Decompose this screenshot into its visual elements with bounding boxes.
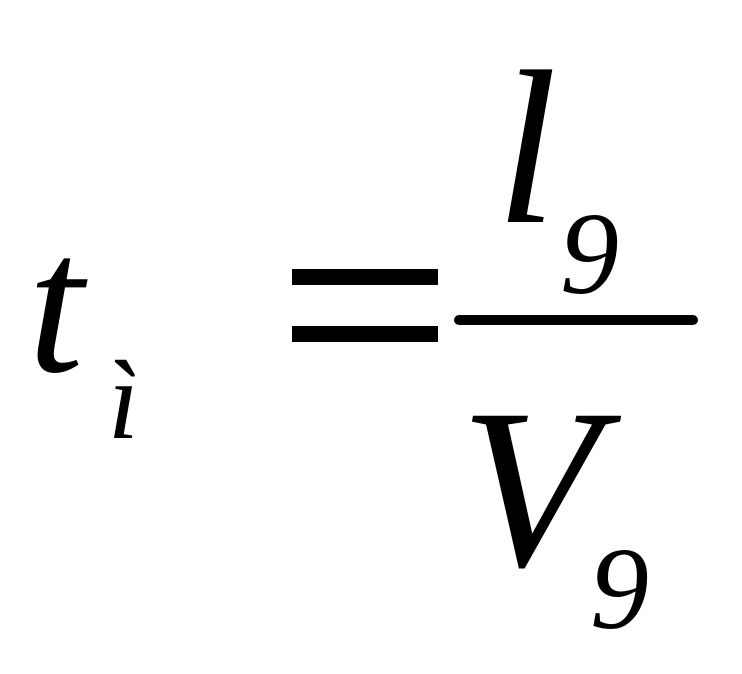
- equals-top-bar: [292, 269, 438, 285]
- numerator-subscript: 9: [560, 188, 619, 319]
- lhs-subscript: ì: [108, 339, 140, 463]
- lhs-variable-t: t: [28, 194, 84, 415]
- equals-sign: [292, 246, 438, 350]
- fraction-bar: [454, 315, 698, 325]
- denominator-subscript: 9: [590, 523, 649, 654]
- equals-bottom-bar: [292, 326, 438, 342]
- denominator-variable-v: V: [460, 363, 600, 615]
- numerator-variable-l: l: [496, 26, 558, 270]
